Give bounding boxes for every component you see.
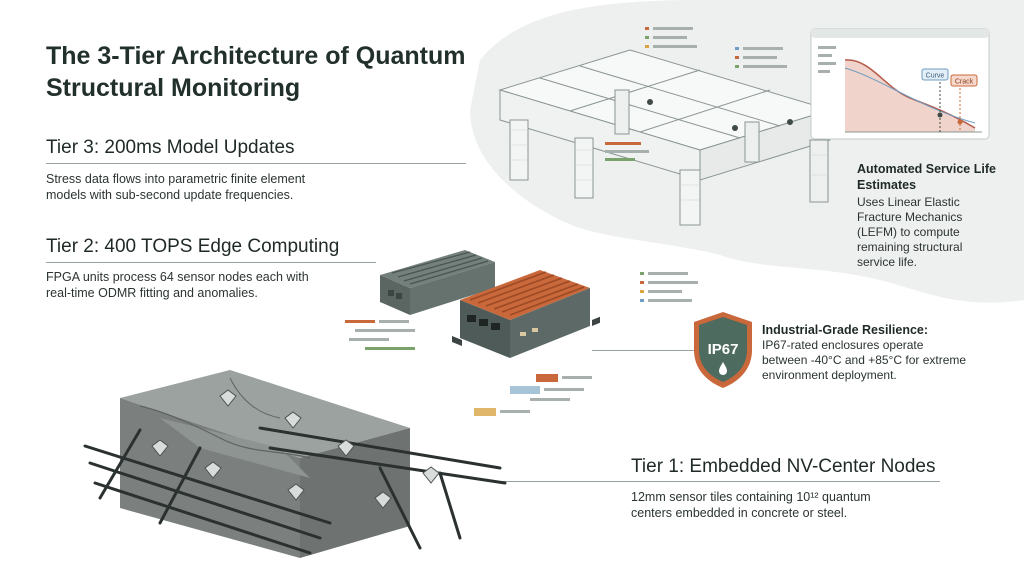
tier1-description: 12mm sensor tiles containing 10¹² quantu… xyxy=(631,490,871,520)
resilience-heading: Industrial-Grade Resilience: xyxy=(762,323,929,337)
concrete-slab-sensor-block xyxy=(83,370,507,558)
model-data-label-icon xyxy=(645,27,697,48)
dashboard-tag-crack: Crack xyxy=(955,79,974,86)
tier3-description: Stress data flows into parametric finite… xyxy=(46,172,306,202)
model-data-label-icon xyxy=(735,47,787,68)
tier1-heading: Tier 1: Embedded NV-Center Nodes xyxy=(631,456,936,477)
building-wireframe-model xyxy=(498,49,832,226)
tier3-divider xyxy=(46,163,466,164)
tier2-heading: Tier 2: 400 TOPS Edge Computing xyxy=(46,236,340,257)
service-life-dashboard-panel: Curve Crack xyxy=(810,28,990,140)
tier1-divider xyxy=(500,481,940,482)
service-life-heading: Automated Service Life Estimates xyxy=(857,162,996,192)
resilience-leader-line xyxy=(592,350,696,351)
resilience-description: IP67-rated enclosures operate between -4… xyxy=(762,338,967,382)
ip67-badge-label: IP67 xyxy=(708,341,739,358)
service-life-description: Uses Linear Elastic Fracture Mechanics (… xyxy=(857,195,963,269)
device-data-label-icon xyxy=(640,272,698,302)
edge-computing-devices xyxy=(380,250,600,358)
page-title: The 3-Tier Architecture of Quantum Struc… xyxy=(46,42,466,102)
tier2-divider xyxy=(46,262,376,263)
model-data-label-icon xyxy=(605,142,649,161)
ip67-shield-icon: IP67 xyxy=(694,312,752,388)
device-data-label-icon xyxy=(345,320,415,350)
sensor-data-label-icon xyxy=(474,374,592,416)
tier3-heading: Tier 3: 200ms Model Updates xyxy=(46,137,295,158)
tier2-description: FPGA units process 64 sensor nodes each … xyxy=(46,270,309,300)
dashboard-tag-curve: Curve xyxy=(926,73,945,80)
